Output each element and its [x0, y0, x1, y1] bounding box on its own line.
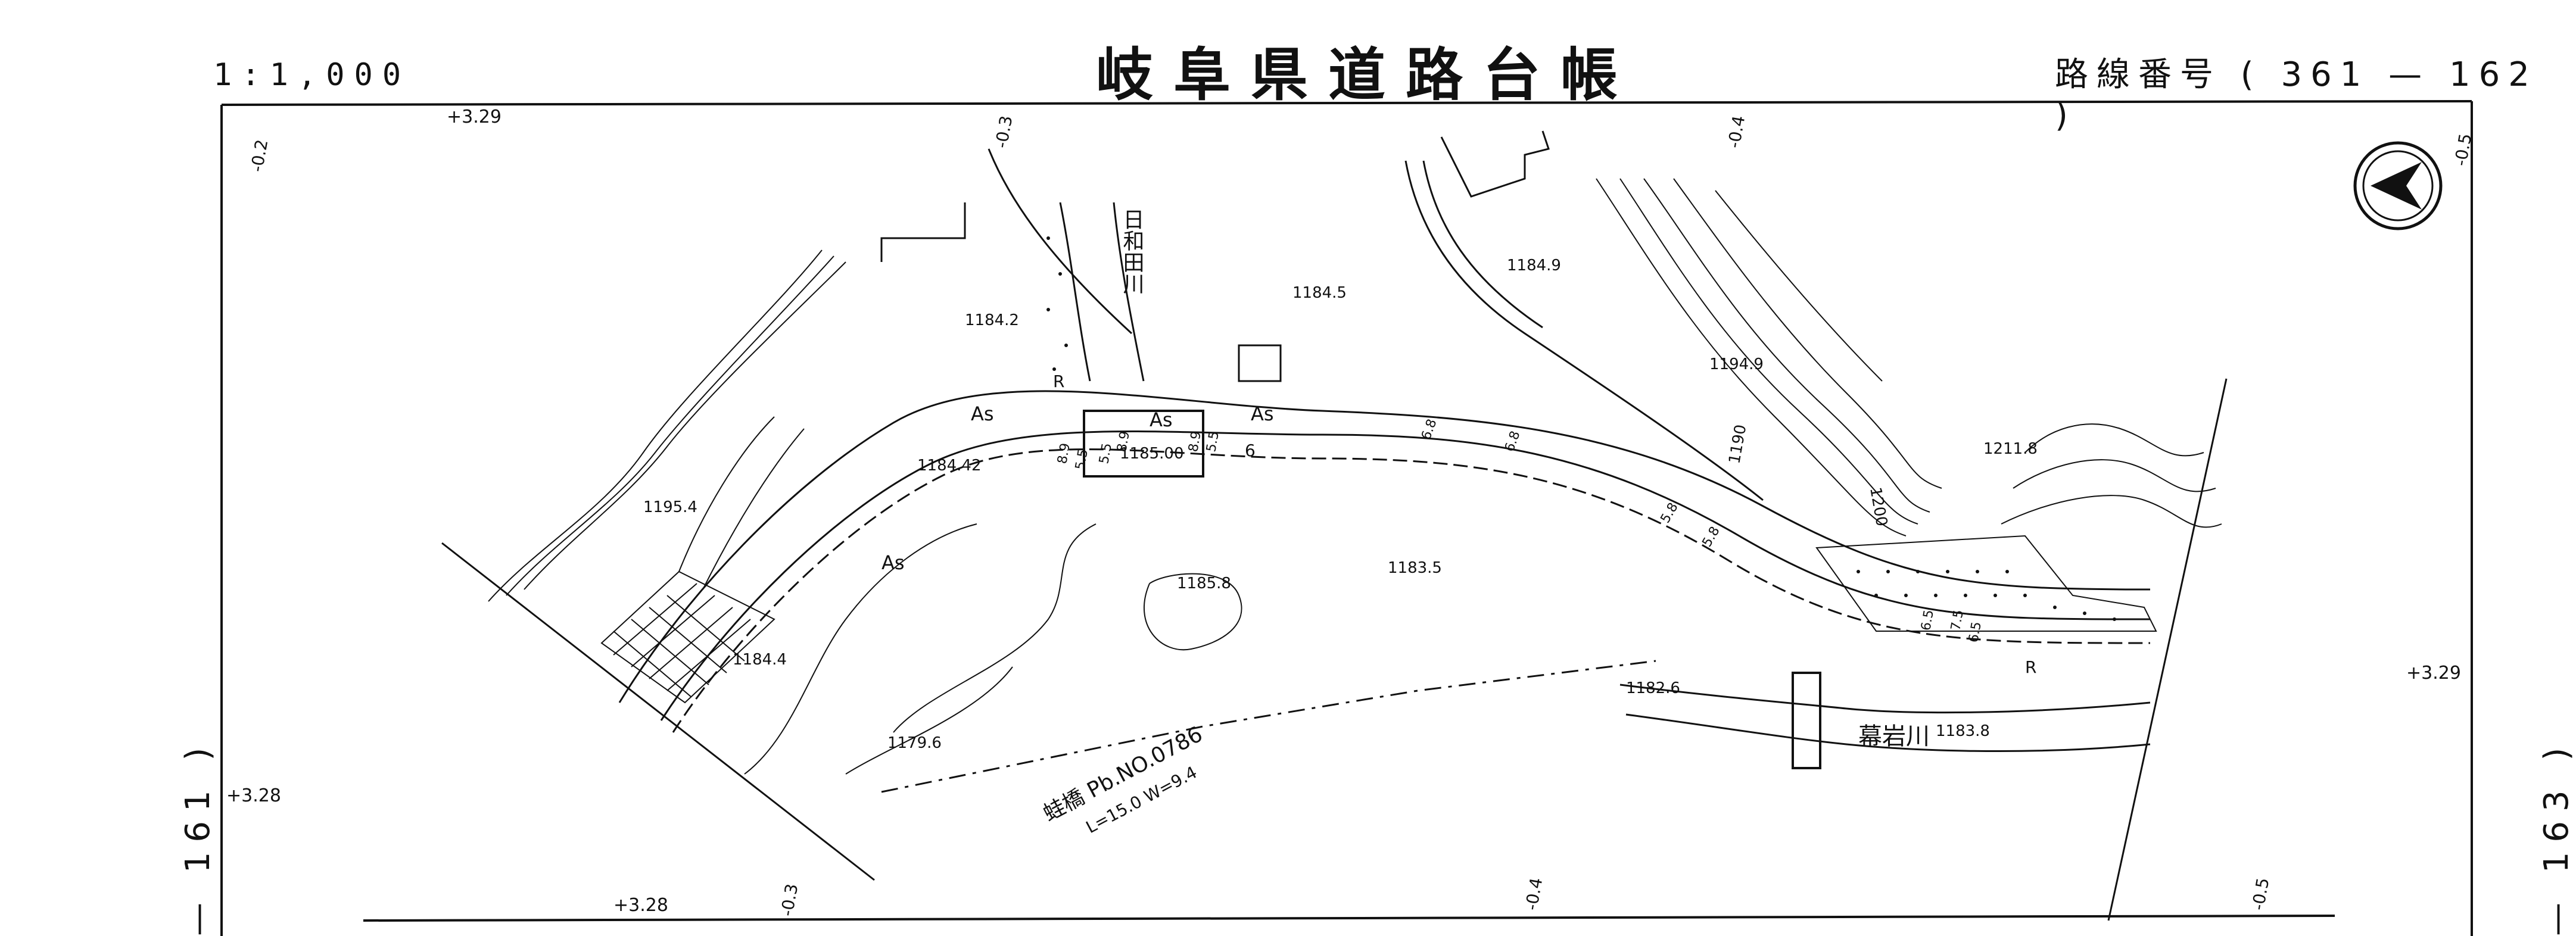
- contour-value-label: 1200: [1866, 486, 1890, 528]
- offset-mark: +3.29: [447, 107, 502, 127]
- elevation-label: 1183.8: [1936, 722, 1990, 740]
- map-title: 岐阜県道路台帳: [1096, 42, 1638, 108]
- road-width-mark: 6.5: [1918, 609, 1937, 632]
- station-mark: -0.4: [1521, 876, 1546, 912]
- road-width-mark: 5.5: [1204, 430, 1222, 453]
- surface-label: As: [1251, 403, 1274, 425]
- station-mark: -0.5: [2248, 876, 2273, 912]
- elevation-label: 1184.4: [733, 651, 787, 669]
- surface-label: As: [881, 551, 905, 574]
- elevation-label: 1179.6: [887, 734, 942, 752]
- elevation-label: 1184.5: [1292, 284, 1347, 302]
- road-width-mark: 6.5: [1966, 620, 1985, 644]
- road-edges: [618, 390, 2151, 733]
- elevation-label: 1185.00: [1120, 445, 1184, 463]
- road-width-mark: 6: [1245, 441, 1256, 460]
- station-mark: -0.4: [1724, 114, 1749, 150]
- elevation-label: 1184.9: [1507, 257, 1561, 274]
- misc-label: R: [2025, 657, 2036, 677]
- river-hiyoridagawa: [1059, 202, 1145, 382]
- road-width-mark: 5.5: [1097, 442, 1115, 465]
- contour-lines-right: [1596, 178, 2222, 536]
- building-outlines: [880, 130, 1550, 382]
- dotted-ground: [1046, 236, 2157, 632]
- station-mark: -0.2: [247, 138, 272, 174]
- station-mark: -0.3: [991, 114, 1016, 150]
- road-width-mark: 8.9: [1114, 430, 1133, 453]
- surface-label: As: [1150, 408, 1173, 431]
- road-width-mark: 8.9: [1186, 430, 1204, 453]
- river-label-bakuiwagawa: 幕岩川: [1858, 723, 1930, 750]
- elevation-label: 1184.2: [965, 311, 1019, 329]
- elevation-label: 1185.8: [1177, 575, 1231, 592]
- road-width-mark: 6.8: [1419, 417, 1440, 442]
- offset-mark: +3.28: [613, 895, 668, 916]
- elevation-label: 1183.5: [1388, 559, 1442, 577]
- route-number: 路線番号 ( 361 — 162 ): [2055, 55, 2538, 135]
- north-arrow-icon: [2353, 141, 2443, 230]
- contour-knoll: [1143, 573, 1242, 651]
- road-width-mark: 8.9: [1055, 442, 1073, 465]
- misc-label: R: [1053, 372, 1064, 391]
- offset-mark: +3.29: [2406, 663, 2461, 684]
- elevation-label: 1194.9: [1709, 355, 1764, 373]
- river-label-hiyoridagawa: 日和田川: [1120, 208, 1145, 294]
- road-width-mark: 7.5: [1948, 609, 1967, 632]
- station-mark: -0.3: [777, 882, 802, 918]
- elevation-label: 1182.6: [1626, 679, 1680, 697]
- river-bakuiwagawa: [1619, 684, 2151, 753]
- map-labels: 日和田川 幕岩川 蛙橋 Pb.NO.0786 L=15.0 W=9.4 1184…: [226, 107, 2475, 918]
- surface-label: As: [971, 403, 994, 425]
- area-boundary: [441, 378, 2228, 921]
- offset-mark: +3.28: [226, 785, 281, 806]
- bridge-structures: [1083, 410, 1821, 769]
- elevation-label: 1195.4: [643, 498, 697, 516]
- retaining-wall-hatch: [600, 570, 775, 704]
- map-scale: 1:1,000: [213, 57, 411, 93]
- elevation-label: 1211.8: [1983, 440, 2038, 458]
- road-width-mark: 5.5: [1073, 448, 1091, 471]
- elevation-label: 1184.42: [917, 457, 982, 475]
- sheet-frame: [220, 100, 2473, 936]
- side-roads: [881, 148, 1764, 793]
- contour-lines-left: [488, 249, 1097, 775]
- contour-value-label: 1190: [1725, 423, 1750, 465]
